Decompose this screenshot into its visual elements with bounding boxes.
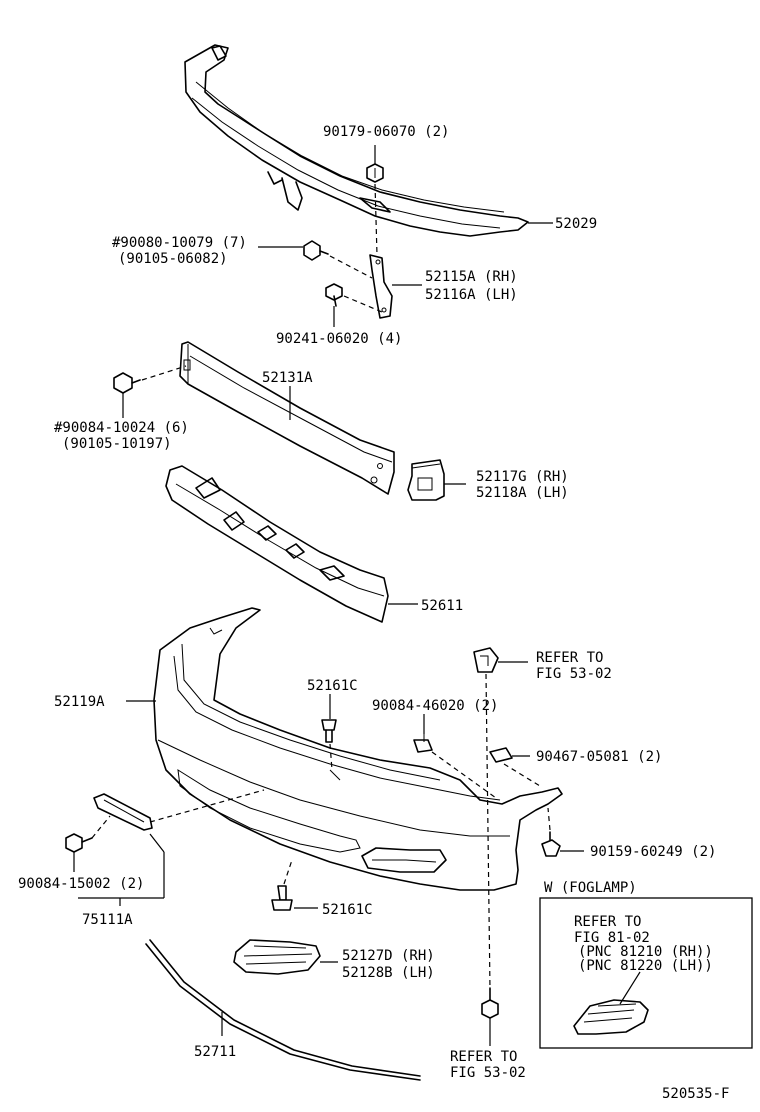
bumper-bracket [369,254,393,319]
label-clip-side: 90467-05081 (2) [536,749,662,765]
figure-id: 520535-F [662,1086,729,1102]
nut-icon [366,163,384,183]
label-bolt-bracket-lower: 90241-06020 (4) [276,331,402,347]
label-foglamp-line1: REFER TO [574,914,641,930]
screw-icon [481,987,499,1019]
bumper-stay [407,459,445,501]
label-reinforcement-bar: 52131A [262,370,313,386]
label-moulding: 52711 [194,1044,236,1060]
label-bracket-rh: 52115A (RH) [425,269,518,285]
label-cover-lh: 52128B (LH) [342,965,435,981]
bolt-icon [113,372,141,394]
screw-icon [541,831,561,857]
label-screw-side: 90159-60249 (2) [590,844,716,860]
label-absorber: 52611 [421,598,463,614]
label-foglamp-line3: (PNC 81210 (RH)) [578,944,713,960]
label-foglamp-title: W (FOGLAMP) [544,880,637,896]
energy-absorber [165,465,389,623]
bumper-cover [153,607,563,891]
label-cover-rh: 52127D (RH) [342,948,435,964]
label-screw-plate: 90084-15002 (2) [18,876,144,892]
label-stay-rh: 52117G (RH) [476,469,569,485]
label-nut-top: 90179-06070 (2) [323,124,449,140]
clip-icon [271,885,293,911]
label-nut-clip: 90084-46020 (2) [372,698,498,714]
fog-lamp [573,999,649,1035]
screw-icon [65,833,93,853]
label-stay-lh: 52118A (LH) [476,485,569,501]
clip-icon [489,747,513,763]
foglamp-variant-box [539,897,753,1049]
label-clip-top: 52161C [307,678,358,694]
front-bumper-reinforcement-upper [184,44,529,237]
label-foglamp-line2: FIG 81-02 [574,930,650,946]
bolt-icon [325,283,343,307]
label-bolt-bar-primary: #90084-10024 (6) [54,420,189,436]
label-refer-bottom-line2: FIG 53-02 [450,1065,526,1081]
label-bracket-lh: 52116A (LH) [425,287,518,303]
label-bolt-bracket-primary: #90080-10079 (7) [112,235,247,251]
fog-lamp-cover [233,939,321,975]
label-reinforcement-top: 52029 [555,216,597,232]
bumper-moulding [145,939,421,1081]
label-refer-top-line2: FIG 53-02 [536,666,612,682]
label-bumper-cover: 52119A [54,694,105,710]
license-plate-bracket [93,793,153,831]
nut-icon [413,734,433,753]
bolt-icon [303,240,329,261]
clip-icon [321,719,337,743]
label-refer-top-line1: REFER TO [536,650,603,666]
reinforcement-bar [179,341,395,495]
label-license-bracket: 75111A [82,912,133,928]
label-clip-bottom: 52161C [322,902,373,918]
nut-clip-icon [473,647,499,673]
label-foglamp-line4: (PNC 81220 (LH)) [578,958,713,974]
label-refer-bottom-line1: REFER TO [450,1049,517,1065]
label-bolt-bracket-alt: (90105-06082) [118,251,228,267]
label-bolt-bar-alt: (90105-10197) [62,436,172,452]
